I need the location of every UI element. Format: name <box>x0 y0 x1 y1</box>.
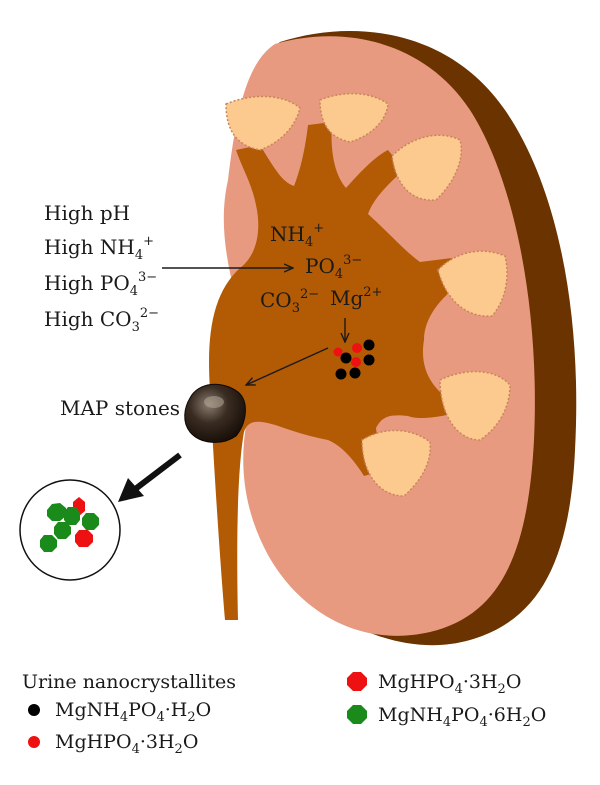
legend-label-red: MgHPO4·3H2O <box>55 731 198 757</box>
crystal-black <box>363 354 375 366</box>
condition-labels: High pH High NH4+ High PO43− High CO32− <box>44 201 159 335</box>
papilla <box>225 95 301 151</box>
label-high-co3: High CO32− <box>44 306 159 335</box>
papilla <box>361 429 431 497</box>
ion-mg: Mg2+ <box>330 285 382 310</box>
legend-swatch-black <box>28 704 40 716</box>
papilla <box>437 250 508 317</box>
crystal-red <box>352 343 362 353</box>
ion-labels: NH4+ PO43− CO32− Mg2+ <box>260 221 382 316</box>
map-stone-shape <box>184 383 246 443</box>
map-stone <box>184 383 246 443</box>
legend-heading: Urine nanocrystallites <box>22 671 236 693</box>
crystal-black <box>349 367 361 379</box>
map-stones-label: MAP stones <box>60 396 180 420</box>
crystal-black <box>340 352 352 364</box>
ion-nh4: NH4+ <box>270 221 324 250</box>
crystal-hex-red <box>75 530 93 547</box>
crystal-hex-green <box>64 507 80 525</box>
label-high-po4: High PO43− <box>44 270 157 299</box>
nanocrystallite-cluster <box>333 339 375 380</box>
crystal-hex-green <box>82 513 99 530</box>
crystal-red <box>333 347 343 357</box>
kidney <box>209 30 577 646</box>
legend-label-red-hex: MgHPO4·3H2O <box>378 671 521 697</box>
stone-to-zoom-arrowhead <box>118 478 144 502</box>
stone-to-zoom-arrow <box>132 452 182 493</box>
ion-co3: CO32− <box>260 287 319 316</box>
legend-swatch-green-hex <box>347 705 367 724</box>
legend-swatch-red <box>28 736 40 748</box>
crystal-black <box>335 368 347 380</box>
stone-zoom-inset <box>19 479 121 581</box>
label-high-nh4: High NH4+ <box>44 234 154 263</box>
ion-po4: PO43− <box>305 253 362 282</box>
crystal-hex-green <box>47 503 66 521</box>
label-high-ph: High pH <box>44 201 130 225</box>
crystals-to-stone-arrow <box>246 347 329 385</box>
papilla <box>319 92 389 143</box>
legend-label-green-hex: MgNH4PO4·6H2O <box>378 704 546 730</box>
renal-papillae <box>225 92 511 497</box>
legend-swatch-red-hex <box>347 672 367 691</box>
arrows <box>118 268 345 502</box>
legend-label-black: MgNH4PO4·H2O <box>55 699 211 725</box>
crystal-hex-green <box>54 522 71 539</box>
legend: Urine nanocrystallites MgNH4PO4·H2O MgHP… <box>22 671 546 757</box>
papilla <box>391 134 462 201</box>
crystal-red <box>351 357 361 367</box>
crystal-black <box>363 339 375 351</box>
map-stone-highlight <box>204 396 224 408</box>
crystal-hex-green <box>40 535 57 552</box>
papilla <box>439 370 511 441</box>
